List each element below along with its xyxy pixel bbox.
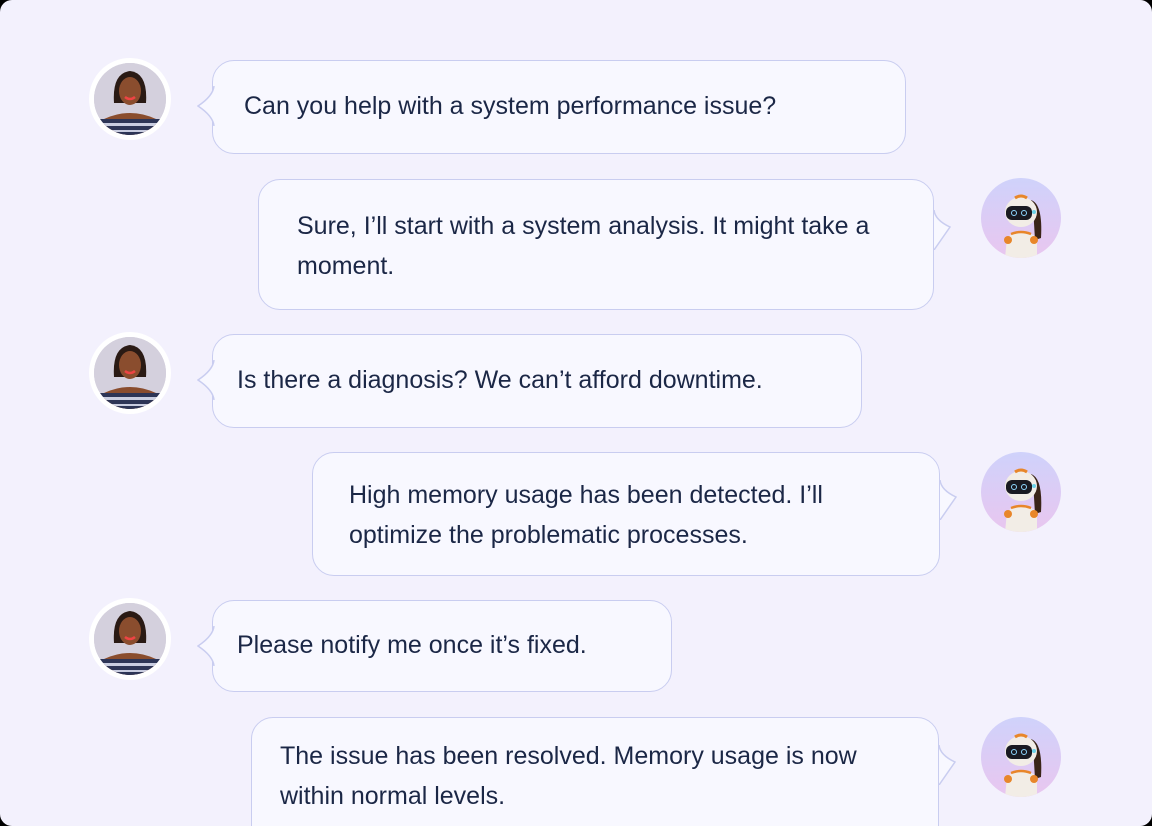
user-photo-icon [94,337,166,409]
user-avatar [89,58,171,140]
robot-icon [1004,468,1042,532]
message-bubble-bot: High memory usage has been detected. I’l… [312,452,940,576]
user-photo-icon [94,603,166,675]
bubble-tail-left [197,360,215,400]
user-avatar [89,598,171,680]
robot-avatar [981,452,1061,532]
robot-icon [1004,194,1042,258]
bubble-tail-left [197,86,215,126]
message-text: Sure, I’ll start with a system analysis.… [297,212,870,280]
message-bubble-user: Can you help with a system performance i… [212,60,906,154]
message-bubble-bot: Sure, I’ll start with a system analysis.… [258,179,934,310]
message-bubble-user: Please notify me once it’s fixed. [212,600,672,692]
message-text: The issue has been resolved. Memory usag… [280,742,857,810]
message-text: Can you help with a system performance i… [244,92,777,120]
message-text: Please notify me once it’s fixed. [237,631,587,659]
bubble-tail-left [197,626,215,666]
bubble-tail-right [933,210,951,250]
robot-avatar [981,178,1061,258]
message-text: High memory usage has been detected. I’l… [349,481,823,549]
robot-icon [1004,733,1042,797]
message-bubble-user: Is there a diagnosis? We can’t afford do… [212,334,862,428]
bubble-tail-right [938,745,956,785]
user-photo-icon [94,63,166,135]
message-text: Is there a diagnosis? We can’t afford do… [237,366,763,394]
user-avatar [89,332,171,414]
message-bubble-bot: The issue has been resolved. Memory usag… [251,717,939,826]
robot-avatar [981,717,1061,797]
bubble-tail-right [939,480,957,520]
